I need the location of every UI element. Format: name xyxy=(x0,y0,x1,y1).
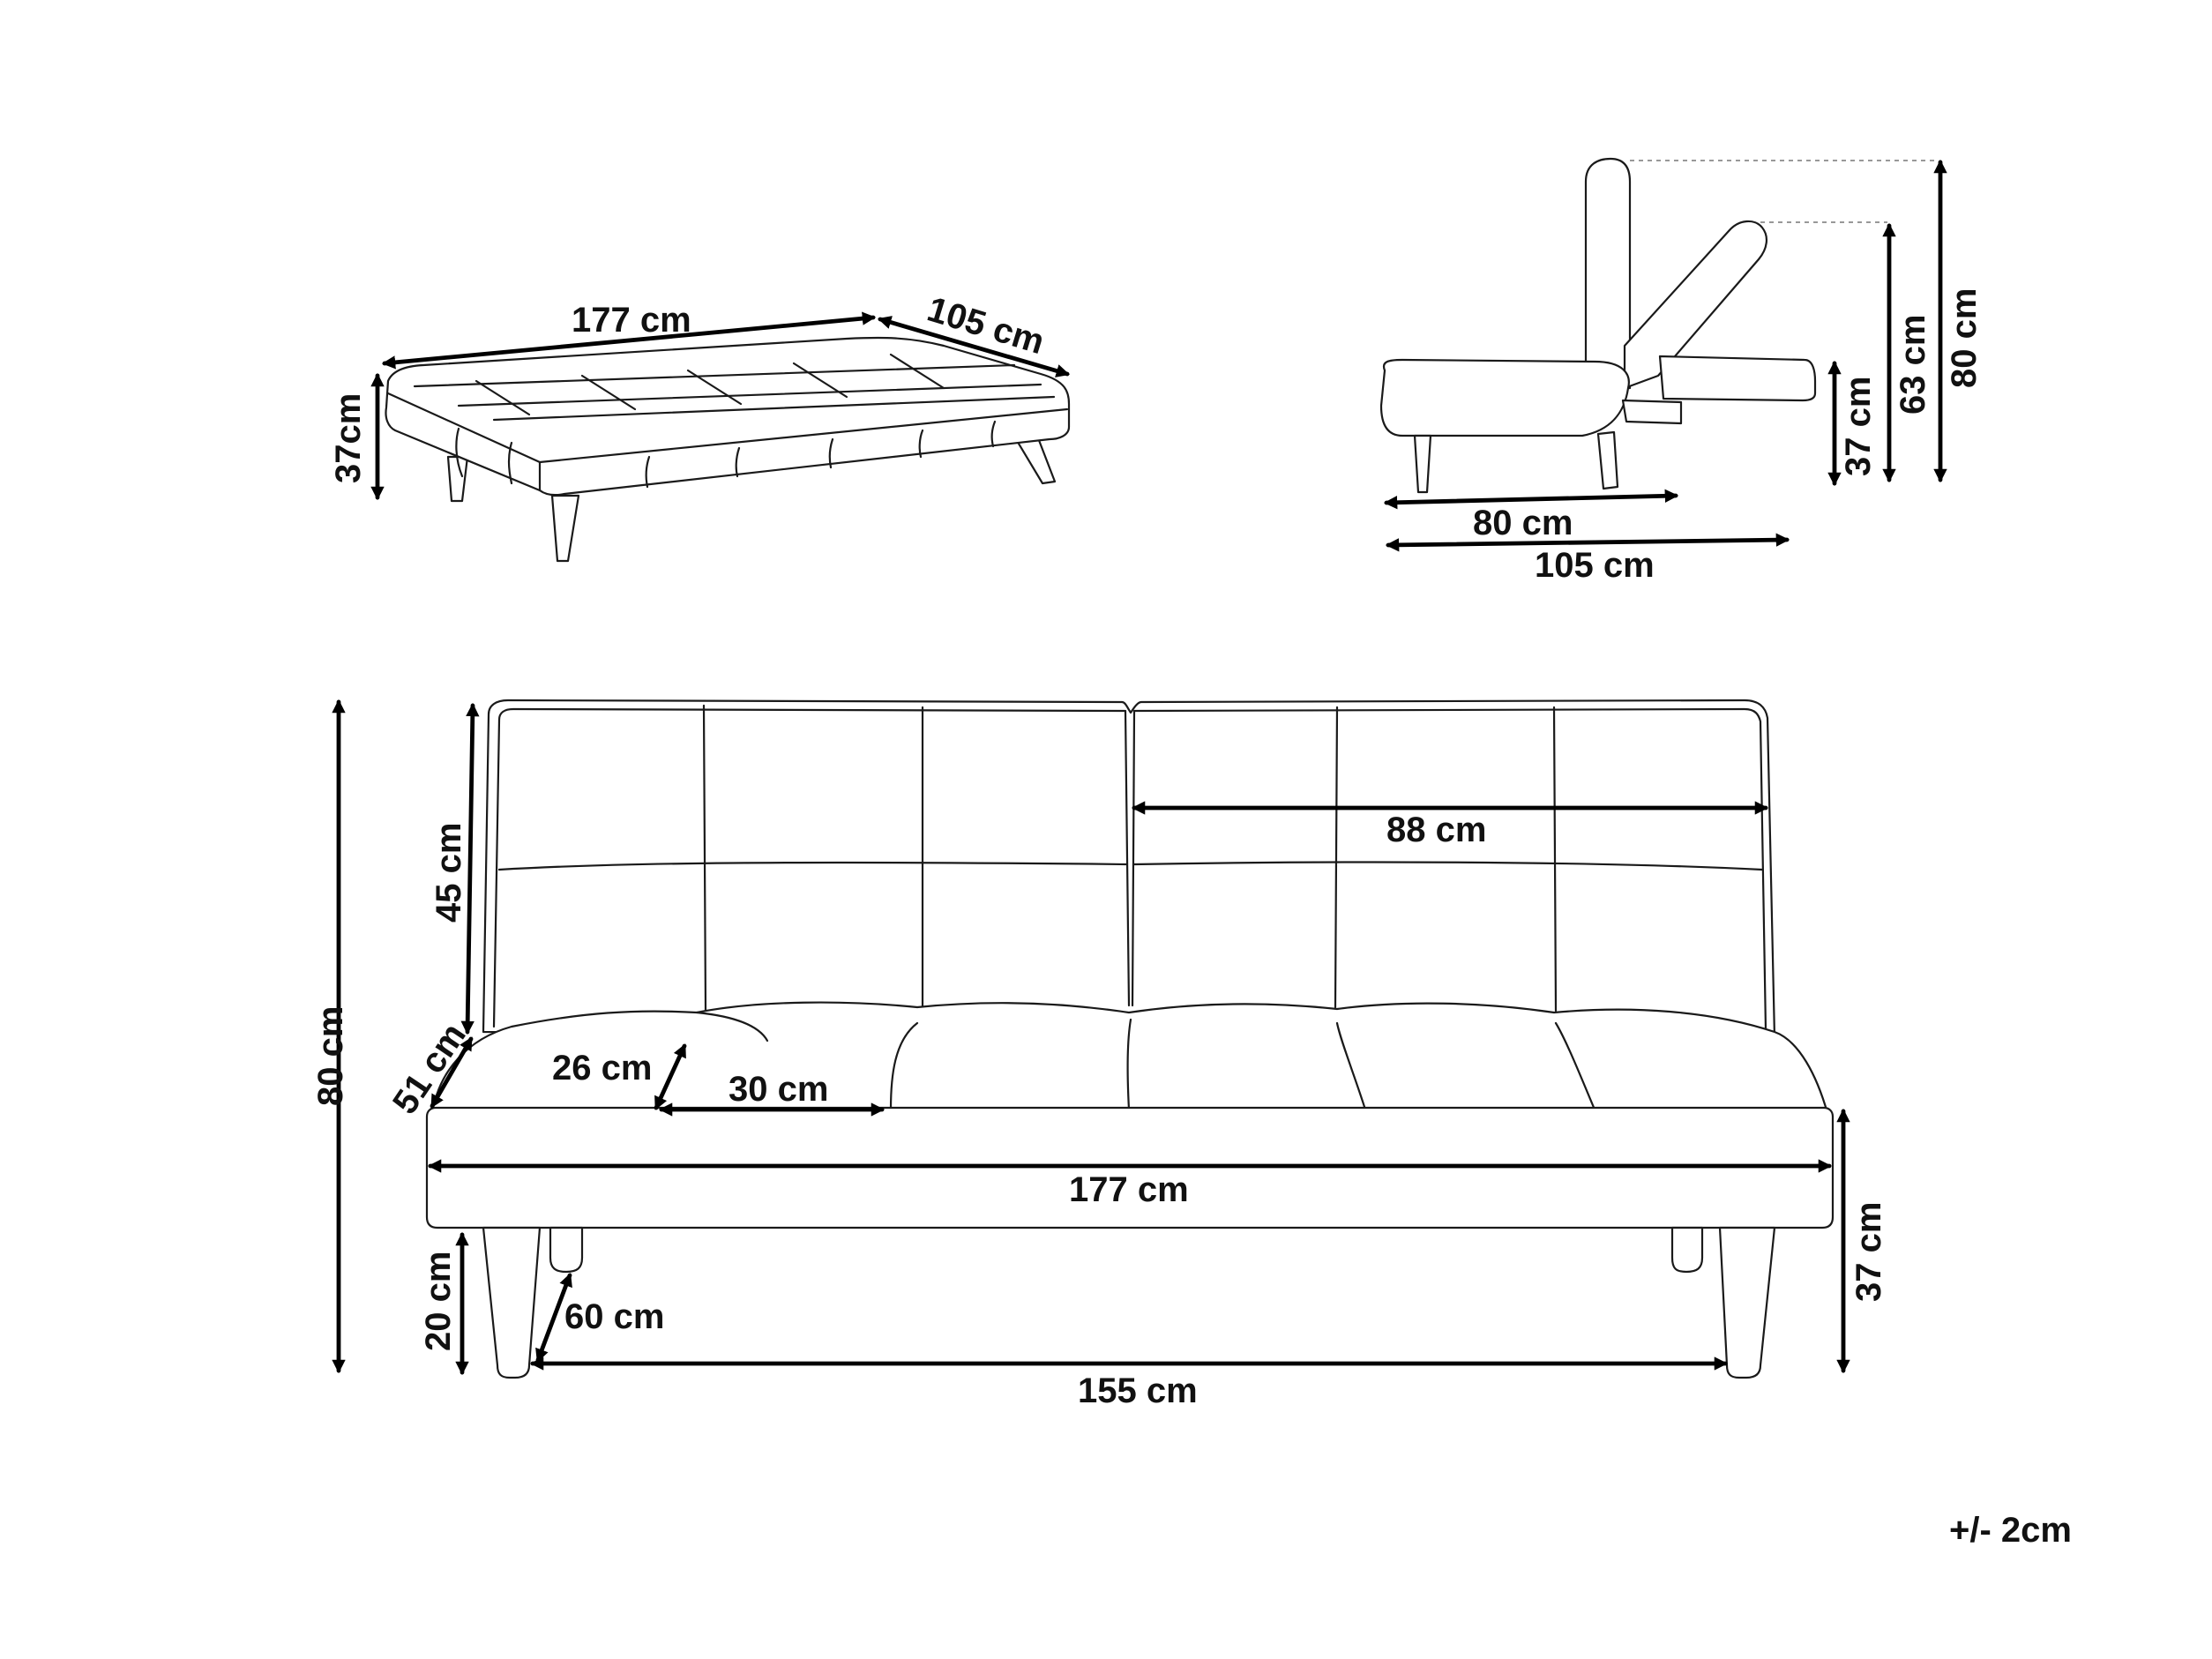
front-seat-depth-line xyxy=(430,1036,474,1109)
side-back-height-label: 63 cm xyxy=(1894,315,1932,415)
side-view: 80 cm 63 cm 37 cm 80 cm 105 cm xyxy=(1379,157,1984,585)
side-seat-depth-label: 80 cm xyxy=(1473,504,1573,542)
front-armrest-width-label: 30 cm xyxy=(729,1070,828,1109)
side-seat-depth-line xyxy=(1383,489,1679,510)
side-total-height-label: 80 cm xyxy=(1945,288,1984,388)
front-total-height-label: 80 cm xyxy=(311,1006,350,1106)
front-back-width-label: 88 cm xyxy=(1386,811,1486,849)
front-armrest-depth-line xyxy=(654,1043,687,1110)
front-view: 80 cm 45 cm 51 cm 26 cm 30 cm 88 cm 177 … xyxy=(311,699,1888,1410)
front-leg-height-label: 20 cm xyxy=(419,1252,458,1351)
side-total-depth-label: 105 cm xyxy=(1535,546,1655,585)
flat-length-label: 177 cm xyxy=(572,301,691,340)
flat-length-dim-line xyxy=(381,311,877,370)
flat-height-label: 37cm xyxy=(329,393,368,483)
front-seat-height-label: 37 cm xyxy=(1850,1202,1888,1302)
side-seat-height-label: 37 cm xyxy=(1839,377,1878,476)
flat-bed-view: 177 cm 105 cm 37cm xyxy=(329,290,1071,563)
front-back-height-label: 45 cm xyxy=(430,823,468,923)
front-back-height-line xyxy=(460,702,480,1035)
side-total-depth-line xyxy=(1385,533,1790,552)
front-clearance-label: 60 cm xyxy=(564,1297,664,1336)
front-total-length-label: 177 cm xyxy=(1069,1170,1189,1209)
tolerance-note: +/- 2cm xyxy=(1949,1511,2072,1550)
front-armrest-depth-label: 26 cm xyxy=(552,1049,652,1087)
front-leg-span-label: 155 cm xyxy=(1078,1371,1198,1410)
front-clearance-line xyxy=(535,1273,572,1363)
flat-depth-dim-line xyxy=(878,316,1070,377)
